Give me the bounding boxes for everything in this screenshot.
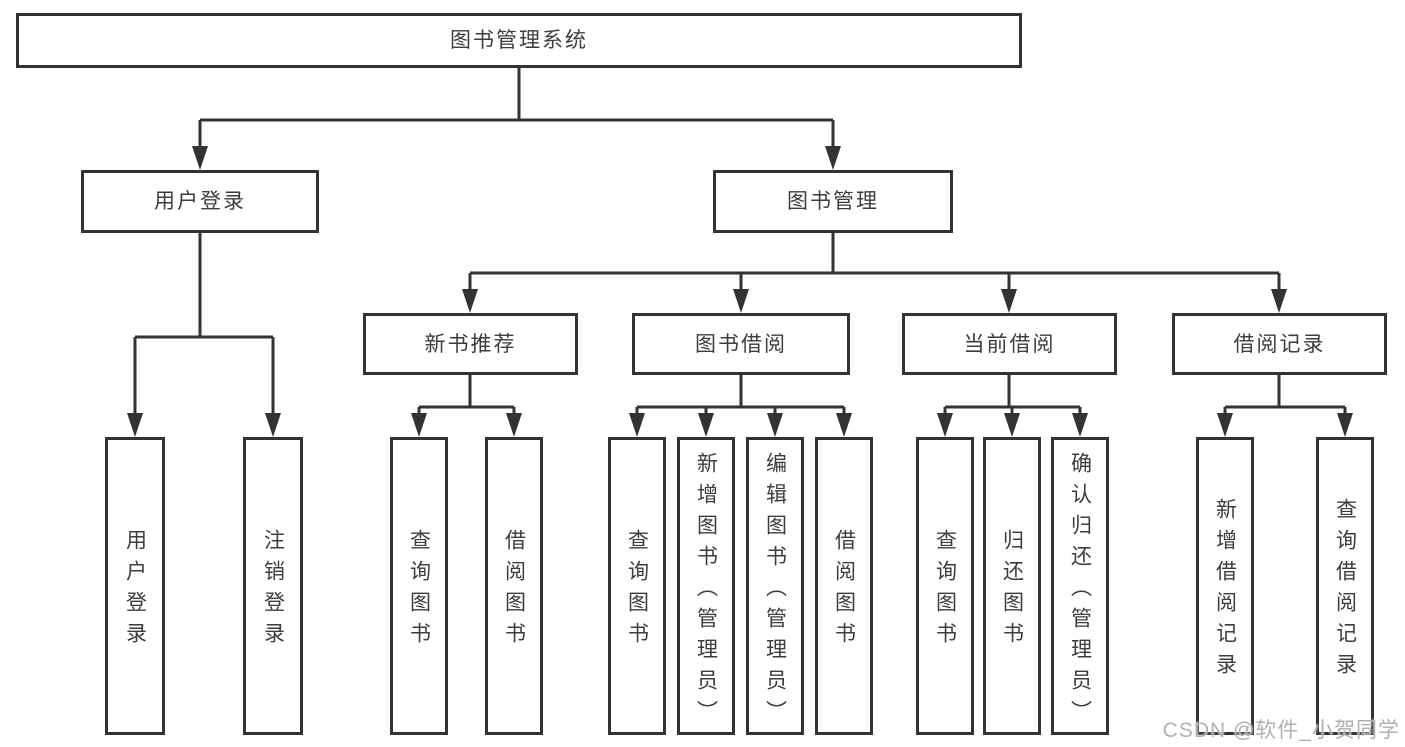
leaf-borrow-books: 借阅图书 — [815, 437, 873, 735]
leaf-current-query-books-label: 查询图书 — [933, 529, 957, 653]
node-current-borrow: 当前借阅 — [902, 313, 1117, 375]
leaf-logout: 注销登录 — [243, 437, 303, 735]
leaf-confirm-return-admin: 确认归还（管理员） — [1051, 437, 1109, 735]
leaf-newrec-query-books: 查询图书 — [390, 437, 448, 735]
leaf-add-book-admin: 新增图书（管理员） — [677, 437, 735, 735]
leaf-borrow-query-books-label: 查询图书 — [625, 529, 649, 653]
node-new-book-recommend: 新书推荐 — [363, 313, 578, 375]
leaf-user-login: 用户登录 — [105, 437, 165, 735]
node-new-book-recommend-label: 新书推荐 — [424, 332, 517, 356]
node-borrow-records: 借阅记录 — [1172, 313, 1387, 375]
leaf-add-borrow-record: 新增借阅记录 — [1196, 437, 1254, 735]
connector-root-to-level2 — [192, 68, 841, 170]
node-current-borrow-label: 当前借阅 — [963, 332, 1056, 356]
node-book-borrow-label: 图书借阅 — [695, 332, 787, 356]
leaf-query-borrow-record-label: 查询借阅记录 — [1333, 498, 1357, 684]
leaf-edit-book-admin-label: 编辑图书（管理员） — [763, 451, 787, 731]
leaf-return-books: 归还图书 — [983, 437, 1041, 735]
leaf-borrow-query-books: 查询图书 — [608, 437, 666, 735]
leaf-query-borrow-record: 查询借阅记录 — [1316, 437, 1374, 735]
leaf-logout-label: 注销登录 — [261, 529, 285, 653]
connector-userlogin-to-leaves — [127, 233, 281, 437]
node-book-borrow: 图书借阅 — [632, 313, 850, 375]
csdn-watermark: CSDN @软件_小贺同学 — [1162, 719, 1400, 742]
node-book-management: 图书管理 — [713, 170, 953, 233]
leaf-return-books-label: 归还图书 — [1000, 529, 1024, 653]
leaf-user-login-label: 用户登录 — [123, 529, 147, 653]
node-borrow-records-label: 借阅记录 — [1233, 332, 1326, 356]
leaf-add-book-admin-label: 新增图书（管理员） — [694, 451, 718, 731]
node-root-system: 图书管理系统 — [16, 13, 1022, 68]
leaf-add-borrow-record-label: 新增借阅记录 — [1213, 498, 1237, 684]
leaf-newrec-query-books-label: 查询图书 — [407, 529, 431, 653]
connector-borrow-to-leaves — [629, 375, 852, 437]
node-user-login-label: 用户登录 — [154, 190, 246, 213]
connector-current-to-leaves — [937, 375, 1088, 437]
connector-records-to-leaves — [1217, 375, 1353, 437]
leaf-confirm-return-admin-label: 确认归还（管理员） — [1068, 451, 1092, 731]
leaf-newrec-borrow-books: 借阅图书 — [485, 437, 543, 735]
leaf-newrec-borrow-books-label: 借阅图书 — [502, 529, 526, 653]
node-book-management-label: 图书管理 — [787, 190, 879, 213]
node-root-system-label: 图书管理系统 — [450, 29, 588, 52]
connector-newbooks-to-leaves — [411, 375, 522, 437]
leaf-edit-book-admin: 编辑图书（管理员） — [746, 437, 804, 735]
node-user-login: 用户登录 — [81, 170, 319, 233]
connector-bookmgmt-to-level3 — [462, 233, 1287, 313]
leaf-borrow-books-label: 借阅图书 — [832, 529, 856, 653]
leaf-current-query-books: 查询图书 — [916, 437, 974, 735]
